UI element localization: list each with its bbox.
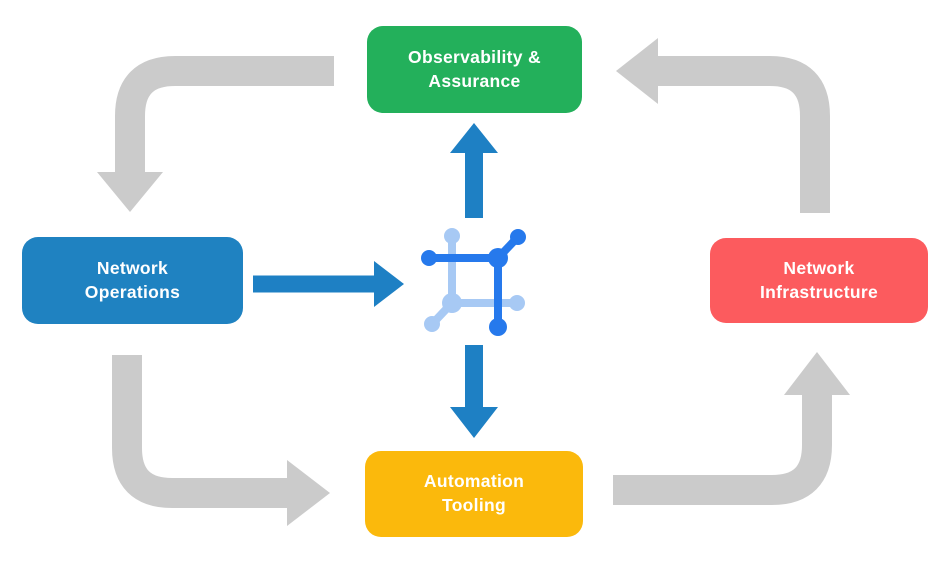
arrow-shaft [613,395,832,505]
arrow-operations-to-automation [112,355,330,526]
node-label-line: Tooling [442,495,506,515]
arrow-infrastructure-to-observability [616,38,830,213]
arrow-center-to-observability [450,123,498,218]
arrowhead-up-icon [784,352,850,395]
network-icon-dark-parts [421,229,526,336]
arrowhead-up-icon [450,123,498,153]
node-label-line: Network [783,257,855,278]
node-label-line: Assurance [428,70,521,91]
arrow-shaft [658,56,830,213]
arrow-center-to-automation [450,345,498,438]
arrow-observability-to-operations [97,56,334,212]
node-label-line: Operations [84,281,181,302]
arrowhead-down-icon [450,407,498,438]
arrow-operations-to-center [253,261,404,307]
node-network-operations: Network Operations [22,237,243,324]
arrow-shaft [115,56,334,174]
node-label-line: Automation [423,471,525,492]
arrow-shaft [112,355,287,508]
node-network-infrastructure: Network Infrastructure [710,238,928,323]
arrowhead-down-icon [97,172,163,212]
node-observability-assurance: Observability & Assurance [367,26,582,113]
node-label-line: Infrastructure [760,281,878,302]
node-label-line: Observability & [408,46,541,67]
network-icon-light-parts [424,228,525,332]
node-label-line: Network [96,257,169,278]
network-device-icon [421,228,526,336]
arrowhead-right-icon [374,261,404,307]
arrowhead-left-icon [616,38,658,104]
arrowhead-right-icon [287,460,330,526]
arrow-automation-to-infrastructure [613,352,850,505]
node-automation-tooling: Automation Tooling [365,451,583,537]
